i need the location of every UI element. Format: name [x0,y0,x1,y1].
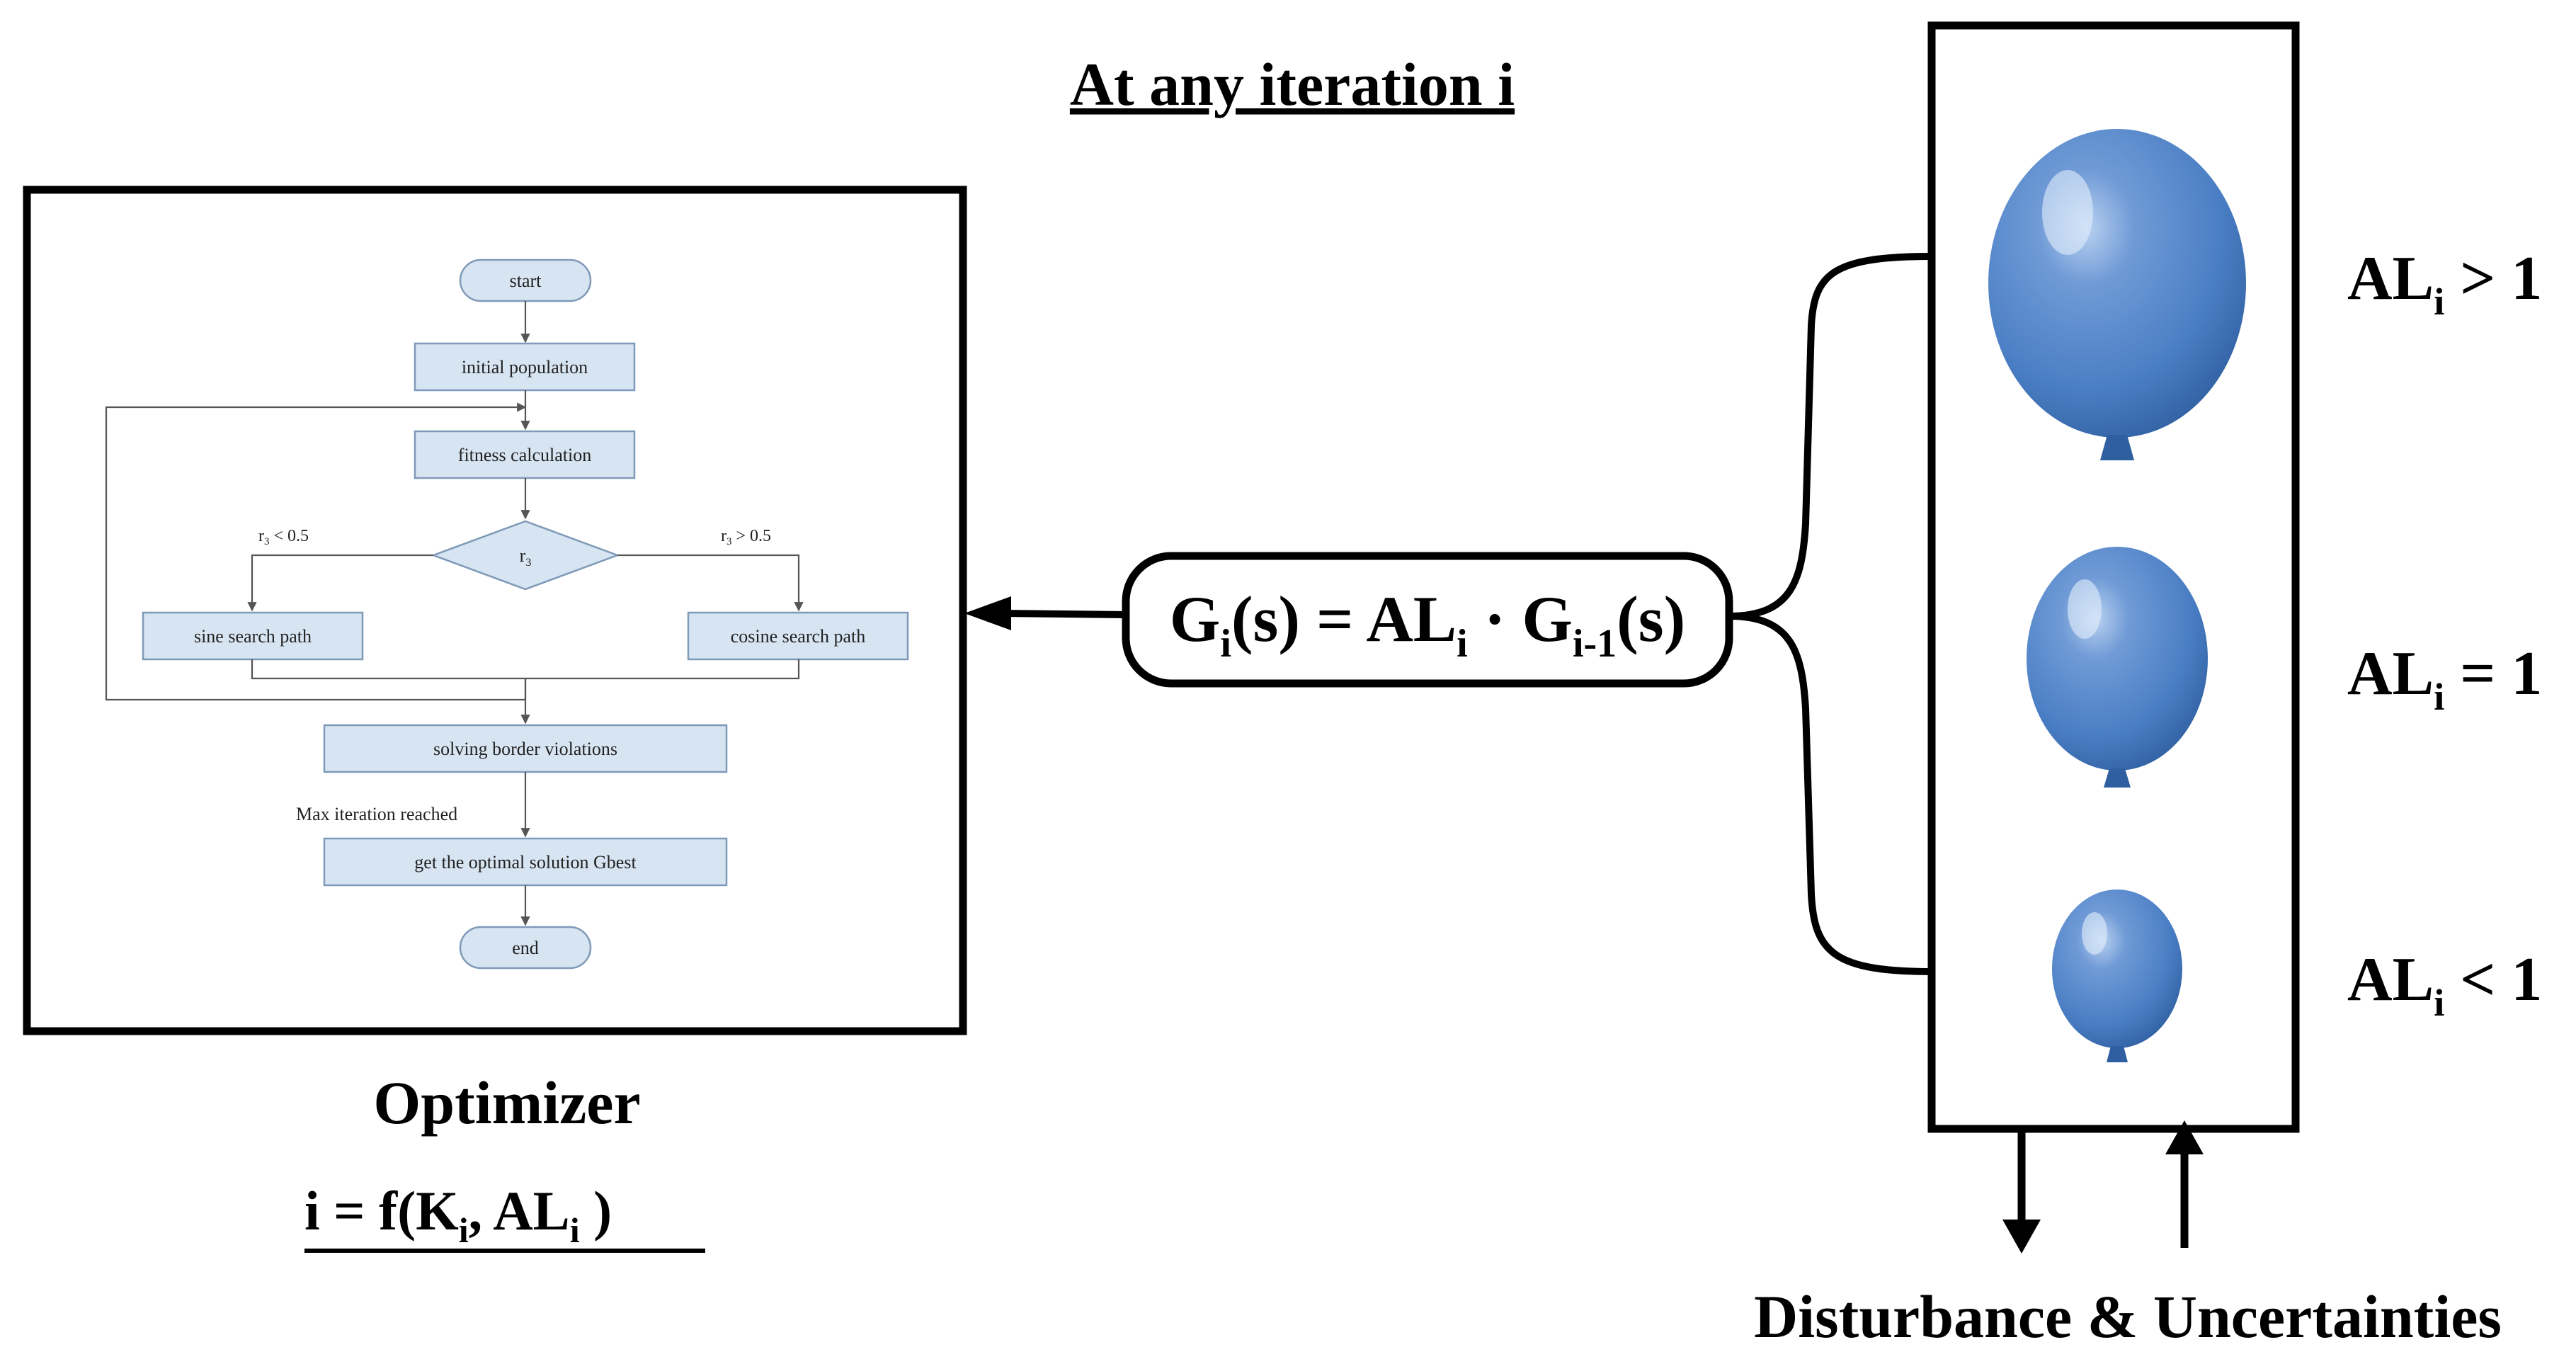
flow-cosine-path-label: cosine search path [731,626,866,647]
flow-sine-path [142,611,364,661]
balloon-large [1988,129,2246,460]
output-arrow-head [964,596,1011,630]
label-al-greater: ALi > 1 [2347,244,2542,323]
flowchart: start initial population fitness calcula… [105,258,909,970]
flow-end-label: end [512,938,539,958]
output-arrow-line [1001,610,1127,618]
flow-max-iteration-label: Max iteration reached [296,804,457,824]
flow-fitness-calculation-label: fitness calculation [458,445,591,465]
flow-start-label: start [510,271,542,291]
flow-cosine-path [687,611,909,661]
heading: At any iteration i [1070,50,1515,118]
flow-right-condition: r3 > 0.5 [721,527,771,547]
disturbance-arrow-down-head [2002,1220,2041,1254]
flow-border-violations [323,724,728,773]
flow-optimal-solution-label: get the optimal solution Gbest [414,852,637,873]
equation-text: Gi(s) = ALi · Gi-1(s) [1170,583,1685,666]
brace-connector [1728,253,1934,975]
label-al-equal: ALi = 1 [2347,640,2542,718]
optimizer-label: Optimizer [373,1069,640,1137]
optimizer-box [23,186,967,1035]
flow-left-condition: r3 < 0.5 [258,527,309,547]
flow-decision-label: r3 [520,545,532,569]
flow-optimal-solution [323,837,728,887]
balloon-small [2052,890,2182,1062]
flow-decision-diamond [431,520,620,591]
disturbance-arrow-up-head [2165,1120,2204,1154]
flow-fitness-calculation [414,430,636,479]
flow-sine-path-label: sine search path [194,626,312,647]
flow-end [459,926,592,970]
label-al-less: ALi < 1 [2347,945,2542,1024]
optimizer-formula: i = f(Ki, ALi ) [304,1180,612,1250]
balloon-medium [2027,547,2208,788]
flow-border-violations-label: solving border violations [433,739,617,759]
flow-initial-population-label: initial population [462,357,588,377]
disturbance-label: Disturbance & Uncertainties [1754,1283,2502,1351]
